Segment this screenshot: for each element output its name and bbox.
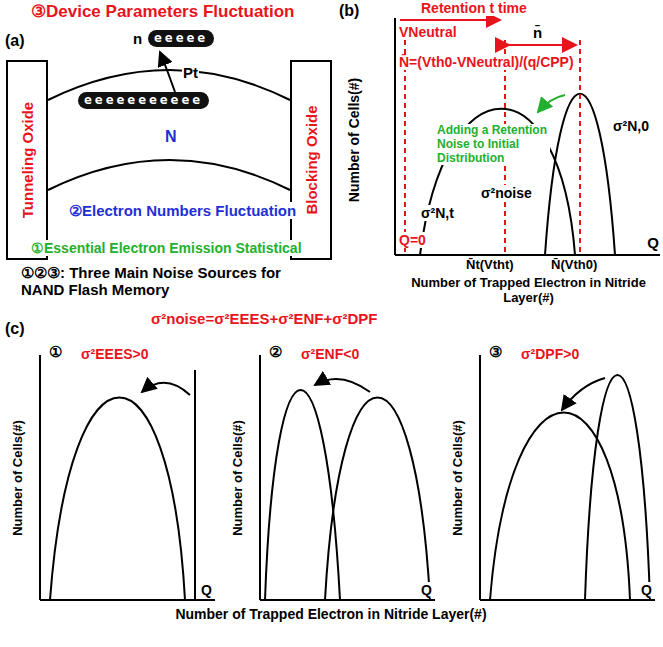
probability-label: Pt xyxy=(182,64,199,81)
variance-label: σ²ENF<0 xyxy=(300,346,360,362)
axis-point: Q=0 xyxy=(398,232,427,248)
axis-label: Q xyxy=(646,234,660,251)
note: ①②③: Three Main Noise Sources for NAND F… xyxy=(20,264,322,299)
axis-note: Retention t time xyxy=(420,0,528,16)
axis-label: Q xyxy=(200,582,213,598)
formula: N̄=(Vth0-VNeutral)/(q/CPP) xyxy=(398,54,575,70)
layer-name: Blocking Oxide xyxy=(303,105,320,214)
panel-letter: (c) xyxy=(4,320,26,338)
variance-label: σ²N,0 xyxy=(612,118,650,134)
electron-count: N xyxy=(164,128,178,146)
axis-title: Number of Cells(#) xyxy=(11,419,26,537)
panel-title: ③Device Parameters Fluctuation xyxy=(30,2,295,22)
axis-point: N̄(Vth0) xyxy=(550,258,598,273)
panel-letter: (b) xyxy=(338,2,360,20)
axis-point: N̄t(Vtht) xyxy=(465,258,515,273)
noise-source: ①Essential Electron Emission Statistical xyxy=(30,240,303,256)
axis-title: Number of Trapped Electron in Nitride La… xyxy=(400,276,657,306)
noise-source: ②Electron Numbers Fluctuation xyxy=(68,202,297,219)
electron-count: n xyxy=(132,30,143,47)
axis-title: Number of Cells(#) xyxy=(346,77,362,203)
axis-title: Number of Trapped Electron in Nitride La… xyxy=(165,606,497,622)
n-bar-arrow xyxy=(509,44,576,46)
retention-arrow xyxy=(400,19,500,21)
oxide-layer: Blocking Oxide xyxy=(290,60,332,260)
variance-label: σ²EEES>0 xyxy=(80,346,150,362)
axis-title: Number of Cells(#) xyxy=(451,419,466,537)
electron-chain: eeeeeeeeeee xyxy=(78,92,209,109)
oxide-layer: Tunneling Oxide xyxy=(6,60,48,260)
electron-chain: eeeee xyxy=(148,30,214,47)
mean-label: n̄ xyxy=(532,24,543,41)
axis-label: Q xyxy=(420,582,433,598)
variance-label: σ²N,t xyxy=(420,205,455,221)
callout-number: ① xyxy=(48,343,63,360)
axis-label: Q xyxy=(640,582,653,598)
panel-letter: (a) xyxy=(4,32,26,50)
callout-number: ② xyxy=(268,343,283,360)
variance-label: σ²DPF>0 xyxy=(520,346,580,362)
formula: σ²noise=σ²EEES+σ²ENF+σ²DPF xyxy=(150,310,379,327)
voltage-label: VNeutral xyxy=(398,24,458,40)
emission-arrow xyxy=(160,52,175,92)
layer-name: Tunneling Oxide xyxy=(19,102,36,218)
callout-number: ③ xyxy=(488,343,503,360)
annotation: Adding a Retention Noise to Initial Dist… xyxy=(436,124,550,165)
variance-label: σ²noise xyxy=(480,185,533,201)
axis-title: Number of Cells(#) xyxy=(231,419,246,537)
band-bottom xyxy=(48,160,290,190)
